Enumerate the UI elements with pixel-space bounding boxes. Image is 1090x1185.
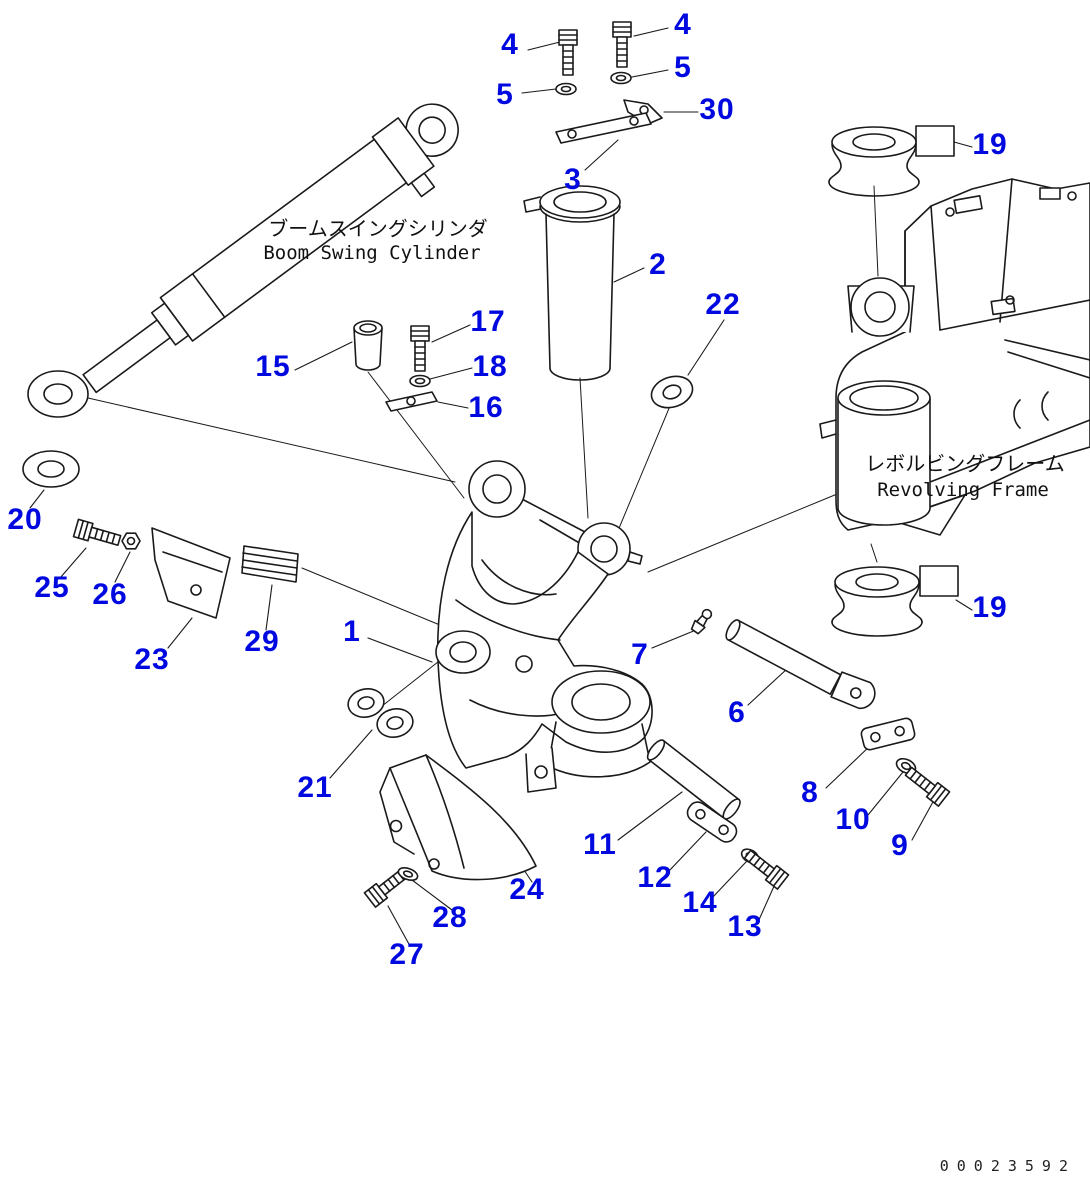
part-art-13 — [741, 846, 790, 890]
part-art-5b — [610, 71, 632, 85]
part-art-29 — [241, 545, 299, 583]
part-art-4a — [558, 29, 578, 76]
part-art-17 — [410, 325, 430, 372]
part-callout-19: 19 — [972, 591, 1008, 624]
part-callout-2: 2 — [649, 248, 667, 281]
part-art-16 — [385, 391, 438, 412]
part-art-23 — [151, 527, 231, 619]
part-art-7 — [690, 608, 713, 635]
part-callout-30: 30 — [699, 93, 735, 126]
part-callout-12: 12 — [637, 861, 673, 894]
part-art-26 — [121, 532, 141, 550]
part-callout-7: 7 — [631, 638, 649, 671]
part-callout-4: 4 — [674, 8, 692, 41]
part-art-22 — [650, 375, 694, 409]
part-callout-4: 4 — [501, 28, 519, 61]
part-callout-9: 9 — [891, 829, 909, 862]
part-art-2 — [523, 185, 621, 381]
part-art-6 — [725, 619, 876, 710]
part-art-21 — [347, 688, 414, 738]
part-callout-20: 20 — [7, 503, 43, 536]
boom-swing-cylinder-label-jp: ブームスイングシリンダ — [268, 216, 488, 241]
part-callout-16: 16 — [468, 391, 504, 424]
part-callout-11: 11 — [583, 828, 617, 861]
part-callout-21: 21 — [297, 771, 333, 804]
part-callout-19: 19 — [972, 128, 1008, 161]
part-callout-27: 27 — [389, 938, 425, 971]
document-number: 00023592 — [939, 1157, 1076, 1175]
part-art-15 — [353, 320, 383, 371]
part-art-12 — [686, 801, 738, 843]
part-callout-28: 28 — [432, 901, 468, 934]
leader-lines — [29, 27, 973, 947]
part-callout-18: 18 — [472, 350, 508, 383]
part-callout-22: 22 — [705, 288, 741, 321]
part-callout-29: 29 — [244, 625, 280, 658]
part-callout-8: 8 — [801, 776, 819, 809]
part-art-9 — [902, 763, 951, 807]
part-callout-23: 23 — [134, 643, 170, 676]
revolving-frame-label-en: Revolving Frame — [877, 479, 1049, 501]
part-callout-6: 6 — [728, 696, 746, 729]
boom-swing-cylinder-art — [27, 103, 459, 418]
part-art-3 — [555, 112, 652, 144]
part-art-4b — [612, 21, 632, 68]
part-callout-5: 5 — [496, 78, 514, 111]
boom-swing-cylinder-label-en: Boom Swing Cylinder — [263, 242, 481, 264]
part-callout-25: 25 — [34, 571, 70, 604]
part-callout-3: 3 — [564, 163, 582, 196]
part-callout-14: 14 — [682, 886, 718, 919]
revolving-frame-label-jp: レボルビングフレーム — [865, 451, 1065, 476]
assembly-lines — [87, 185, 879, 715]
part-callout-15: 15 — [255, 350, 291, 383]
part-art-11 — [646, 739, 741, 820]
revolving-frame-art — [819, 178, 1090, 536]
part-art-1 — [435, 460, 653, 793]
part-art-8 — [860, 717, 916, 751]
part-callout-24: 24 — [509, 873, 545, 906]
part-callout-5: 5 — [674, 51, 692, 84]
part-art-19-upper — [828, 125, 955, 197]
part-art-18 — [409, 374, 431, 388]
part-callout-10: 10 — [835, 803, 871, 836]
part-art-5a — [555, 82, 577, 96]
part-callout-17: 17 — [470, 305, 506, 338]
part-callout-13: 13 — [727, 910, 763, 943]
part-art-19-lower — [831, 565, 959, 637]
part-callout-26: 26 — [92, 578, 128, 611]
part-callout-1: 1 — [343, 615, 361, 648]
part-art-24 — [379, 754, 537, 881]
part-art-25 — [72, 518, 123, 550]
part-art-20 — [22, 450, 80, 488]
